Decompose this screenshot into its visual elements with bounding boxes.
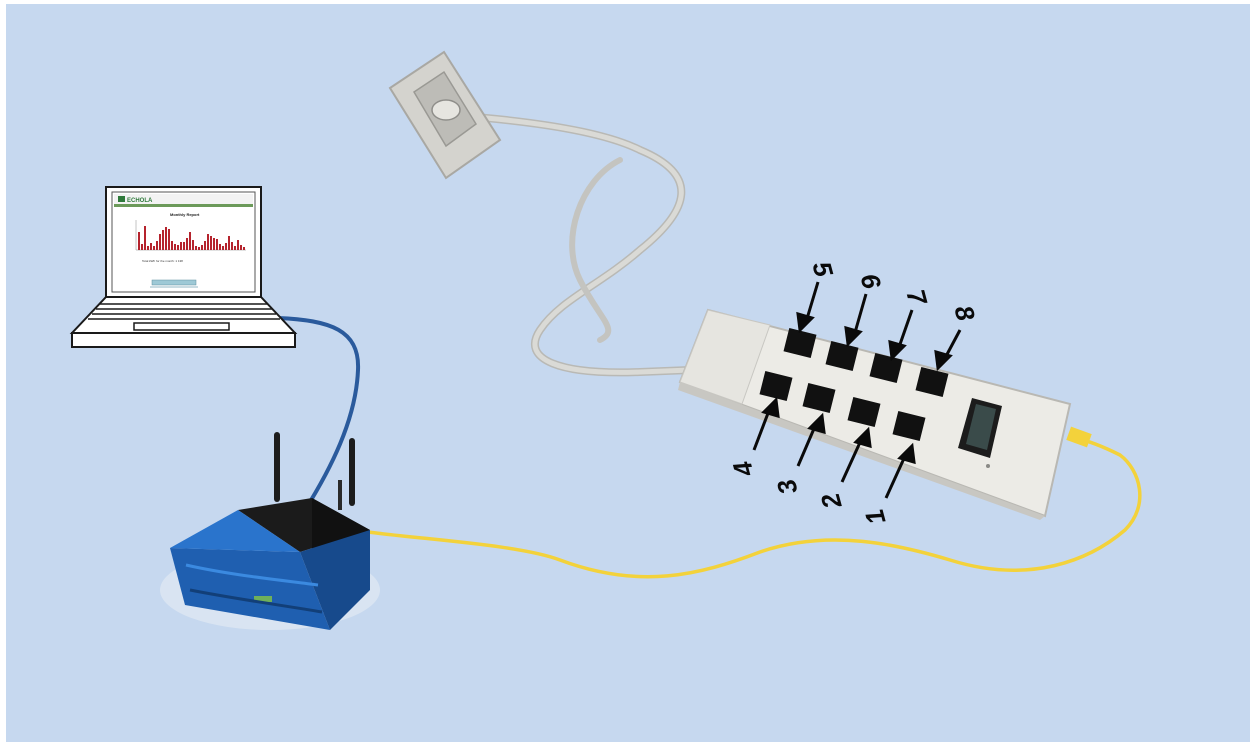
report-title: Monthly Report — [170, 212, 200, 217]
echola-logo: ECHOLA — [127, 198, 153, 204]
outlet-socket-3 — [802, 382, 836, 414]
monthly-bar-chart — [138, 226, 245, 250]
outlet-socket-2 — [847, 396, 881, 428]
outlet-socket-1 — [892, 410, 926, 442]
ethernet-cable-blue — [276, 316, 361, 512]
wall-outlet-icon — [388, 50, 502, 180]
outlet-socket-4 — [759, 370, 793, 402]
laptop-icon: ECHOLA Monthly Report — [69, 186, 298, 348]
summary-caption: Total kWh for the month: 1 138 — [142, 259, 183, 263]
power-strip-icon — [678, 308, 1092, 520]
outlet-socket-7 — [869, 352, 903, 384]
ethernet-cable-yellow — [366, 436, 1142, 579]
outlet-socket-8 — [915, 366, 949, 398]
power-cord — [446, 111, 694, 377]
outlet-arrows — [752, 281, 962, 499]
wireless-router-icon — [160, 432, 380, 630]
outlet-socket-6 — [825, 340, 859, 372]
outlet-socket-5 — [783, 327, 817, 359]
